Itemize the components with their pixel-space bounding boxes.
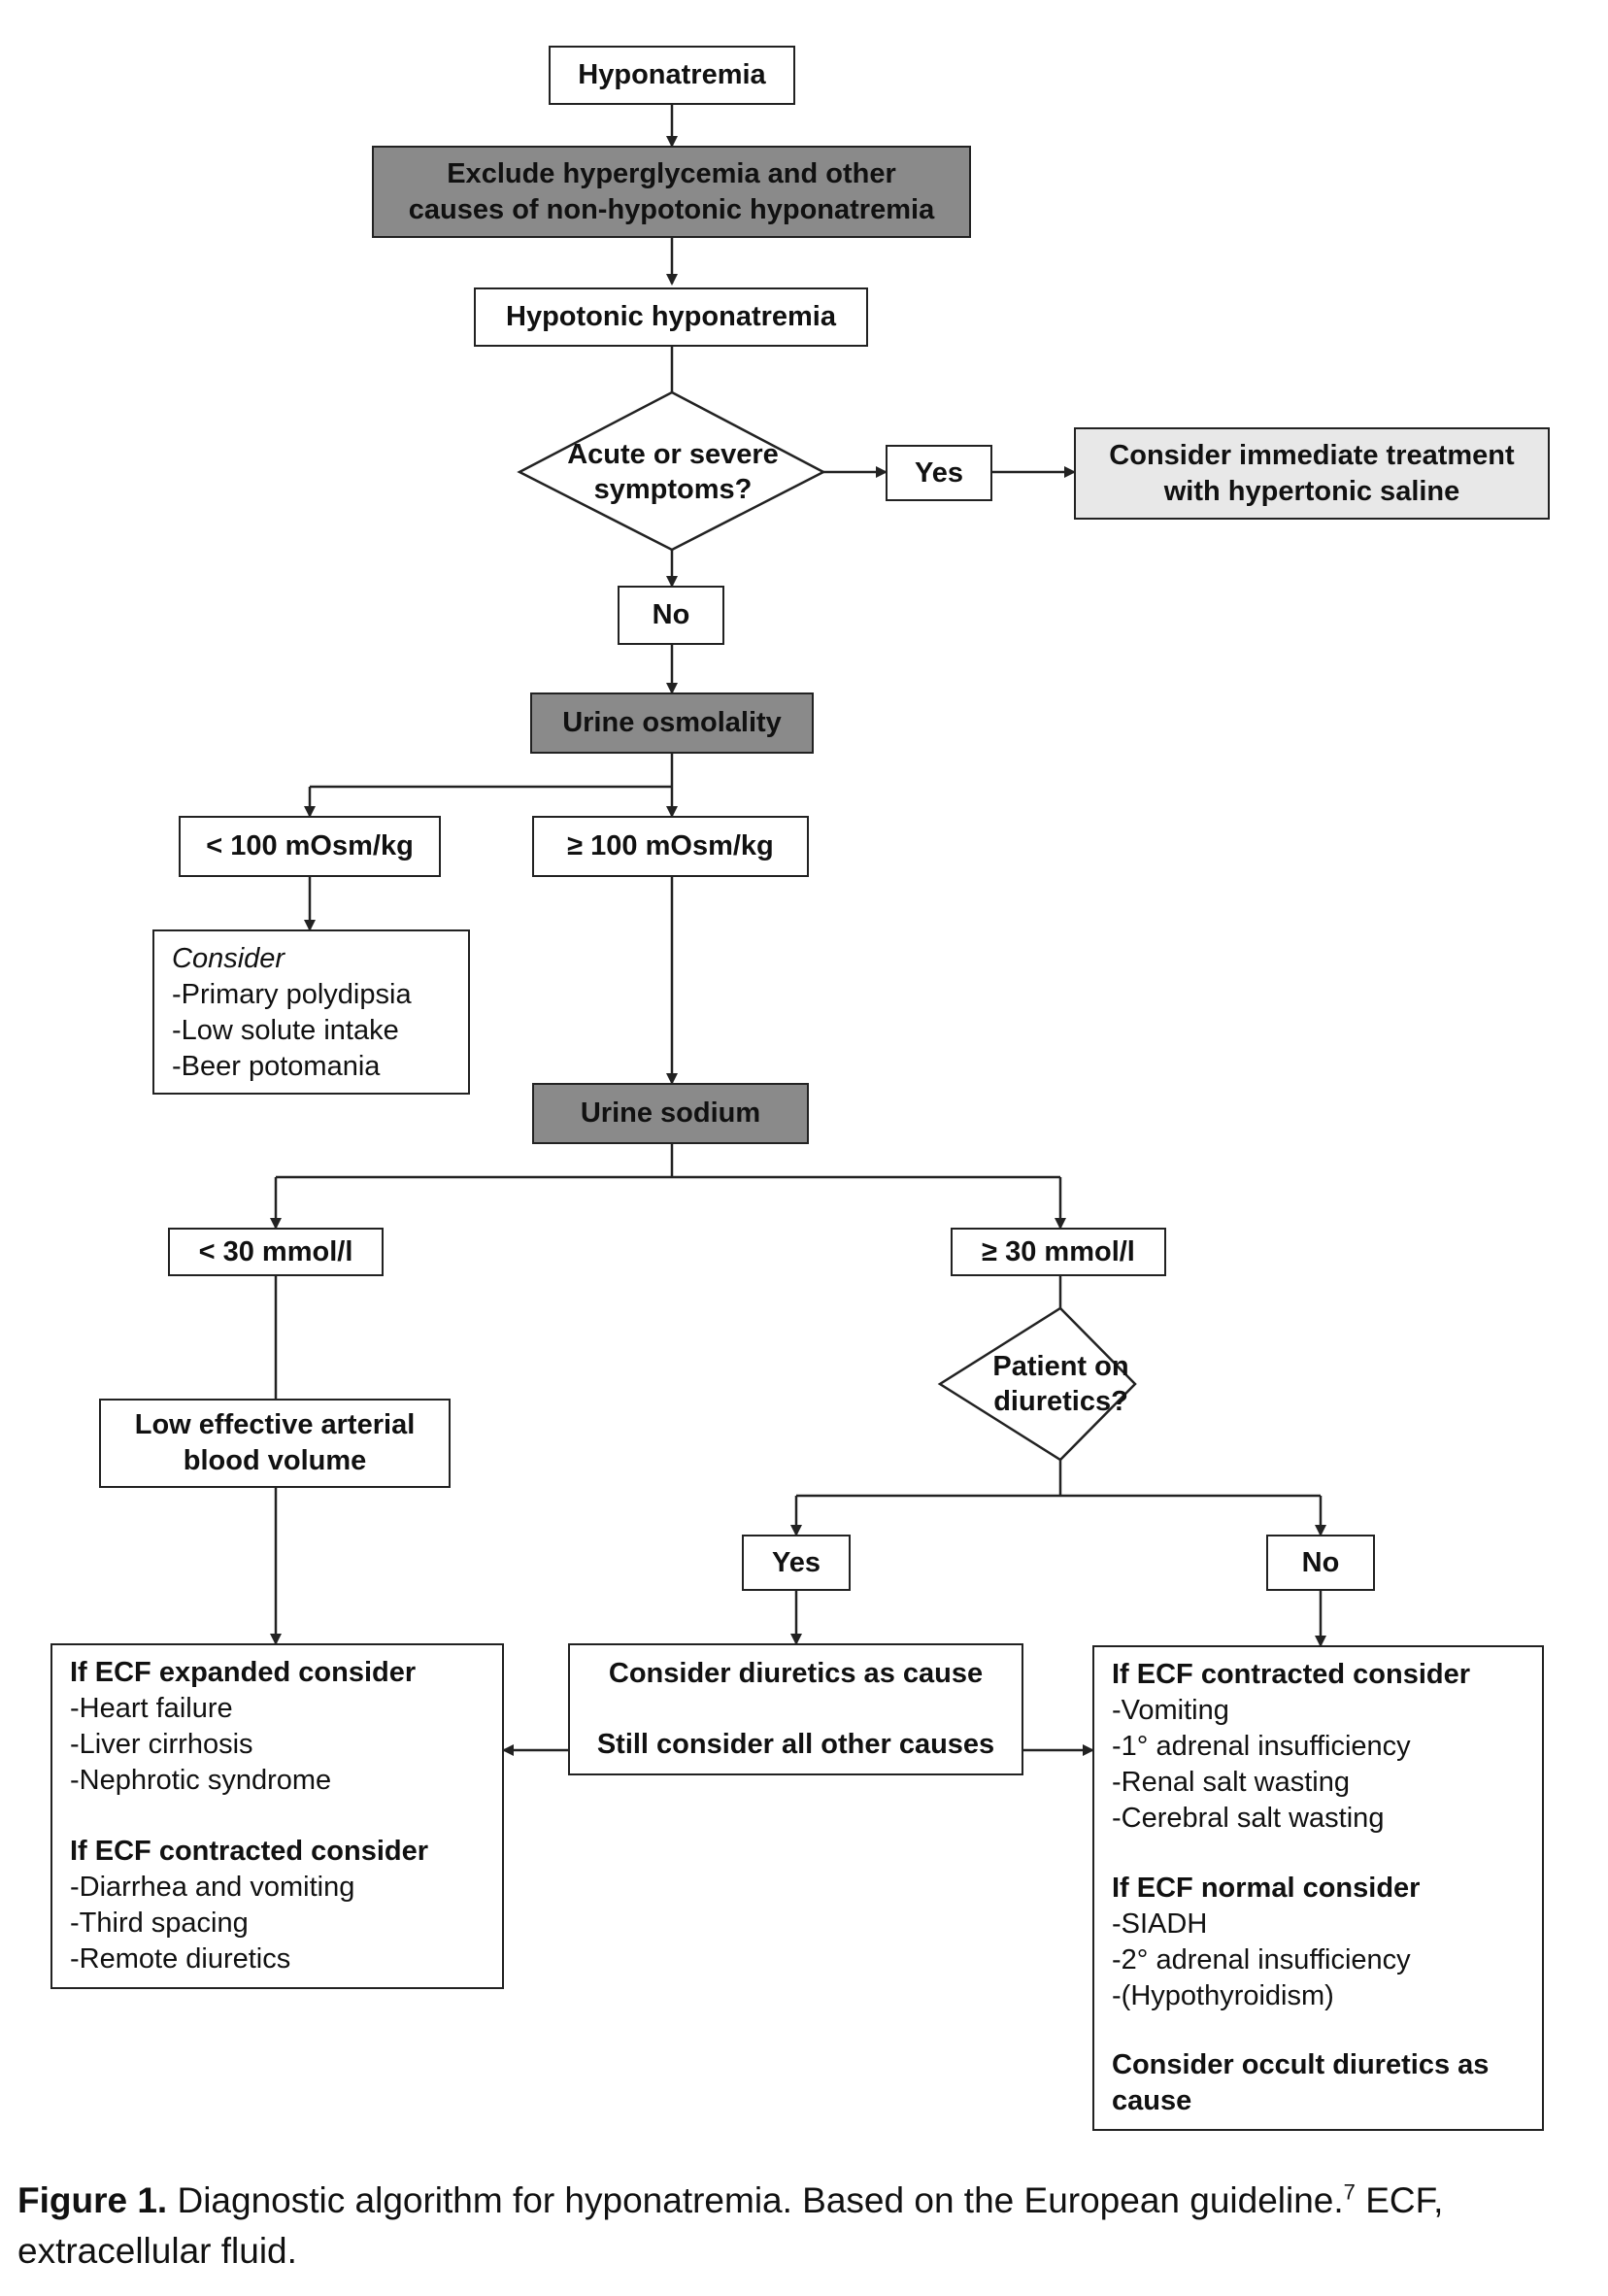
node-yes-mid-label: Yes bbox=[772, 1546, 821, 1578]
left-expanded-item: -Liver cirrhosis bbox=[70, 1729, 253, 1760]
right-contracted-item: -1° adrenal insufficiency bbox=[1112, 1731, 1411, 1762]
left-contracted-heading: If ECF contracted consider bbox=[70, 1836, 429, 1867]
node-no-top: No bbox=[618, 586, 724, 645]
right-normal-item: -SIADH bbox=[1112, 1908, 1208, 1940]
node-consider-low-osm: Consider -Primary polydipsia -Low solute… bbox=[152, 929, 470, 1095]
node-urine-osmolality: Urine osmolality bbox=[530, 692, 814, 754]
left-contracted-item: -Third spacing bbox=[70, 1908, 249, 1939]
figure-caption: Figure 1. Diagnostic algorithm for hypon… bbox=[17, 2176, 1591, 2277]
node-low-eabv: Low effective arterial blood volume bbox=[99, 1399, 451, 1488]
node-no-mid-label: No bbox=[1301, 1546, 1340, 1578]
node-hyponatremia-label: Hyponatremia bbox=[578, 59, 766, 90]
node-no-mid: No bbox=[1266, 1535, 1375, 1591]
left-expanded-item: -Nephrotic syndrome bbox=[70, 1765, 332, 1796]
node-ge-30: ≥ 30 mmol/l bbox=[951, 1228, 1166, 1276]
decision-symptoms-line-1: Acute or severe bbox=[567, 439, 779, 470]
left-contracted-item: -Diarrhea and vomiting bbox=[70, 1872, 355, 1903]
left-expanded-heading: If ECF expanded consider bbox=[70, 1657, 417, 1688]
middle-result-line-1: Consider diuretics as cause bbox=[608, 1658, 984, 1689]
node-urine-sodium: Urine sodium bbox=[532, 1083, 809, 1144]
node-urine-osm-label: Urine osmolality bbox=[562, 707, 782, 738]
node-hypotonic-hyponatremia: Hypotonic hyponatremia bbox=[474, 287, 868, 347]
node-ge-100-label: ≥ 100 mOsm/kg bbox=[567, 830, 774, 861]
node-lt-30-label: < 30 mmol/l bbox=[198, 1235, 353, 1267]
node-low-eabv-line-1: Low effective arterial bbox=[134, 1409, 416, 1440]
node-left-result: If ECF expanded consider -Heart failure … bbox=[50, 1643, 504, 1989]
caption-figure-label: Figure 1. bbox=[17, 2180, 168, 2220]
right-occult-line-1: Consider occult diuretics as bbox=[1112, 2049, 1490, 2080]
node-exclude-line-2: causes of non-hypotonic hyponatremia bbox=[408, 193, 935, 225]
caption-reference: 7 bbox=[1343, 2179, 1356, 2205]
node-yes-top-label: Yes bbox=[915, 456, 963, 489]
consider-low-heading: Consider bbox=[172, 943, 285, 974]
consider-low-item: -Low solute intake bbox=[172, 1015, 399, 1046]
consider-low-item: -Primary polydipsia bbox=[172, 979, 412, 1010]
decision-diuretics-line-1: Patient on bbox=[992, 1351, 1129, 1382]
node-hyponatremia: Hyponatremia bbox=[549, 46, 795, 105]
node-exclude-line-1: Exclude hyperglycemia and other bbox=[447, 157, 896, 189]
node-lt-100: < 100 mOsm/kg bbox=[179, 816, 441, 877]
left-expanded-item: -Heart failure bbox=[70, 1693, 233, 1724]
caption-text: Diagnostic algorithm for hyponatremia. B… bbox=[177, 2180, 1344, 2220]
node-lt-100-label: < 100 mOsm/kg bbox=[206, 830, 414, 861]
node-ge-30-label: ≥ 30 mmol/l bbox=[982, 1235, 1135, 1267]
caption-text-end: ECF, extracellular fluid. bbox=[17, 2180, 1444, 2271]
node-hypotonic-label: Hypotonic hyponatremia bbox=[506, 301, 836, 332]
node-middle-result: Consider diuretics as cause Still consid… bbox=[568, 1643, 1023, 1775]
decision-diamond-symptoms bbox=[517, 390, 826, 552]
right-contracted-heading: If ECF contracted consider bbox=[1112, 1659, 1471, 1690]
node-exclude-hyperglycemia: Exclude hyperglycemia and other causes o… bbox=[372, 146, 971, 238]
node-yes-top: Yes bbox=[886, 445, 992, 501]
decision-symptoms-text: Acute or severe symptoms? bbox=[524, 433, 821, 511]
node-ge-100: ≥ 100 mOsm/kg bbox=[532, 816, 809, 877]
right-occult-line-2: cause bbox=[1112, 2085, 1192, 2116]
right-contracted-item: -Vomiting bbox=[1112, 1695, 1229, 1726]
right-normal-item: -2° adrenal insufficiency bbox=[1112, 1943, 1411, 1975]
right-contracted-item: -Renal salt wasting bbox=[1112, 1767, 1350, 1798]
right-normal-heading: If ECF normal consider bbox=[1112, 1872, 1421, 1904]
decision-diamond-diuretics bbox=[937, 1306, 1137, 1462]
node-no-top-label: No bbox=[652, 599, 690, 630]
node-yes-mid: Yes bbox=[742, 1535, 851, 1591]
node-immediate-treatment: Consider immediate treatment with hypert… bbox=[1074, 427, 1550, 520]
left-contracted-item: -Remote diuretics bbox=[70, 1943, 291, 1975]
decision-diuretics-text: Patient on diuretics? bbox=[961, 1345, 1160, 1423]
node-urine-na-label: Urine sodium bbox=[580, 1097, 761, 1129]
decision-diuretics-line-2: diuretics? bbox=[993, 1386, 1128, 1417]
node-immediate-line-1: Consider immediate treatment bbox=[1109, 439, 1515, 471]
right-contracted-item: -Cerebral salt wasting bbox=[1112, 1803, 1385, 1834]
node-right-result: If ECF contracted consider -Vomiting -1°… bbox=[1092, 1645, 1544, 2131]
decision-symptoms-line-2: symptoms? bbox=[593, 474, 753, 505]
middle-result-line-2: Still consider all other causes bbox=[596, 1729, 995, 1760]
consider-low-item: -Beer potomania bbox=[172, 1051, 381, 1082]
node-immediate-line-2: with hypertonic saline bbox=[1163, 475, 1460, 507]
node-low-eabv-line-2: blood volume bbox=[183, 1445, 367, 1476]
node-lt-30: < 30 mmol/l bbox=[168, 1228, 384, 1276]
right-normal-item: -(Hypothyroidism) bbox=[1112, 1979, 1334, 2011]
